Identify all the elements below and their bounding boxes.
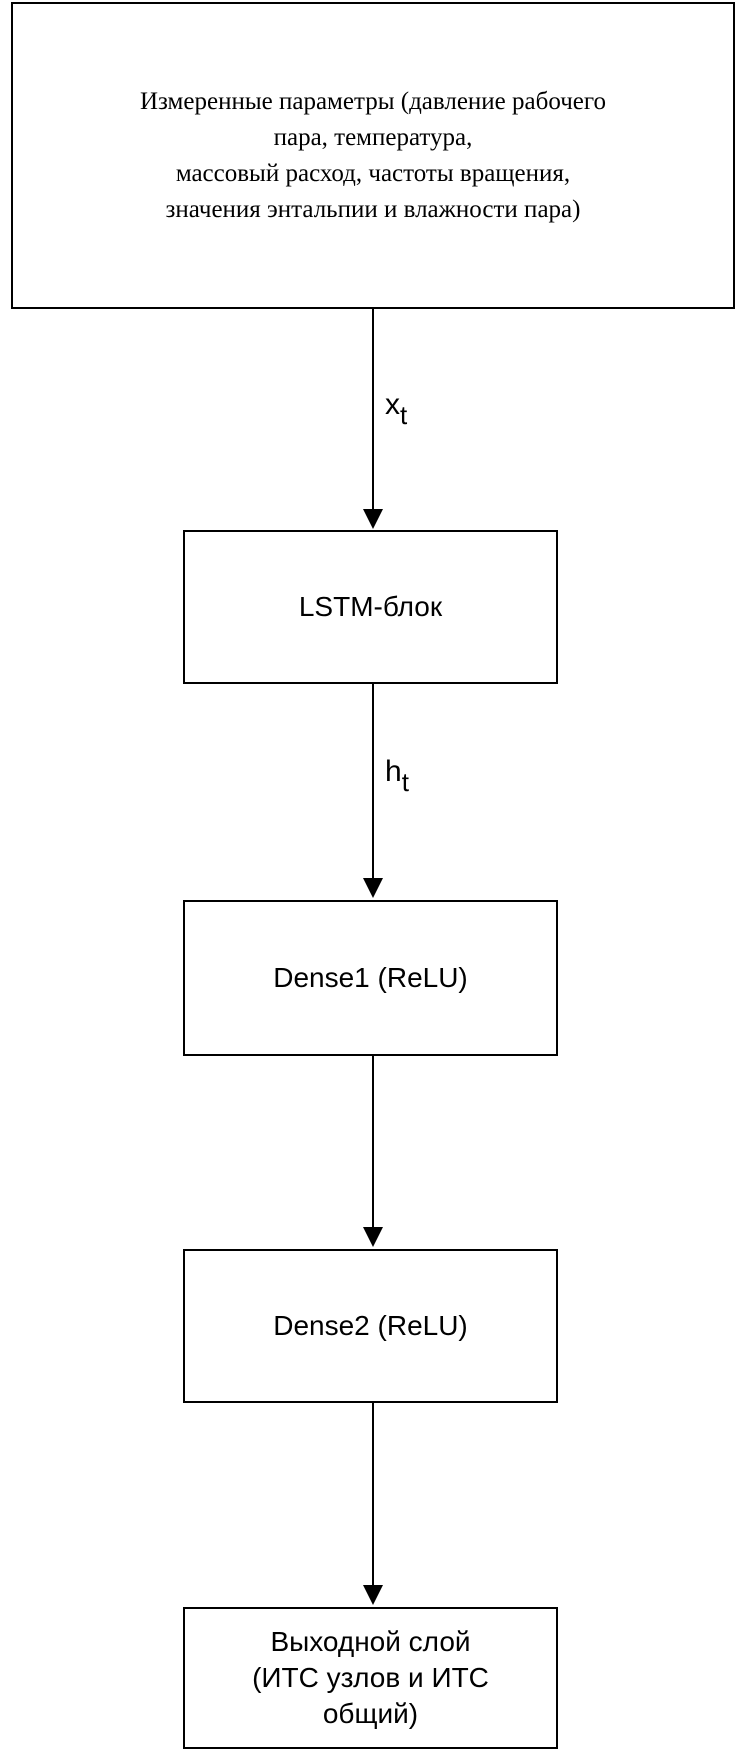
- output-layer-box: Выходной слой (ИТС узлов и ИТС общий): [183, 1607, 558, 1749]
- edge-label-xt: xt: [385, 388, 407, 431]
- dense1-label: Dense1 (ReLU): [273, 962, 468, 993]
- output-line-1: Выходной слой: [270, 1626, 471, 1657]
- dense2-label: Dense2 (ReLU): [273, 1310, 468, 1341]
- lstm-block-label: LSTM-блок: [298, 591, 443, 622]
- output-line-2: (ИТС узлов и ИТС: [252, 1662, 489, 1693]
- edge-label-ht-sub: t: [401, 767, 409, 797]
- output-line-3: общий): [322, 1698, 419, 1729]
- input-line-2: пара, температура,: [273, 123, 473, 151]
- edge-label-ht-main: h: [385, 755, 402, 788]
- input-line-4: значения энтальпии и влажности пара): [165, 195, 581, 223]
- dense2-box: Dense2 (ReLU): [183, 1249, 558, 1403]
- edge-label-ht: ht: [385, 755, 409, 798]
- input-line-3: массовый расход, частоты вращения,: [175, 159, 571, 187]
- edge-label-xt-sub: t: [400, 400, 408, 430]
- lstm-block-box: LSTM-блок: [183, 530, 558, 684]
- input-line-1: Измеренные параметры (давление рабочего: [139, 87, 606, 115]
- edge-label-xt-main: x: [385, 388, 400, 421]
- input-parameters-box: Измеренные параметры (давление рабочего …: [11, 2, 735, 309]
- dense1-box: Dense1 (ReLU): [183, 900, 558, 1056]
- input-parameters-text: Измеренные параметры (давление рабочего …: [140, 84, 606, 228]
- output-layer-text: Выходной слой (ИТС узлов и ИТС общий): [252, 1624, 489, 1732]
